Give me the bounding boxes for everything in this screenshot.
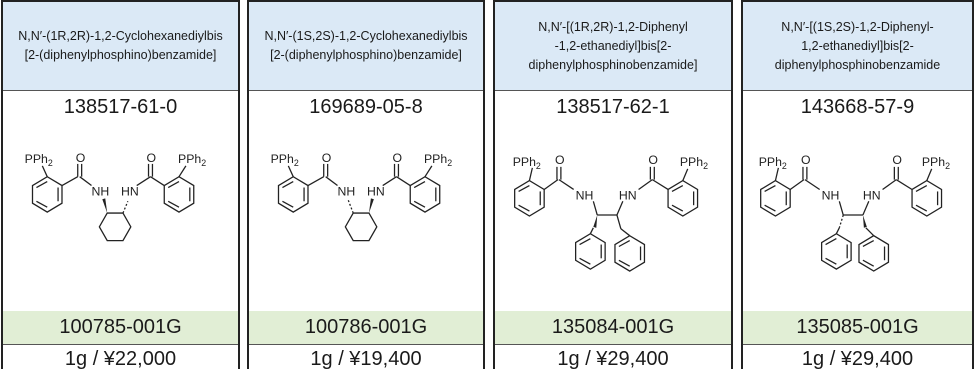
svg-text:O: O: [393, 151, 403, 165]
compound-name: N,N′-[(1S,2S)-1,2-Diphenyl- 1,2-ethanedi…: [743, 2, 972, 91]
svg-text:NH: NH: [337, 184, 355, 198]
cas-number: 169689-05-8: [249, 91, 483, 124]
compound-name-line: N,N′-[(1S,2S)-1,2-Diphenyl-: [781, 19, 934, 34]
svg-text:PPh2: PPh2: [759, 155, 787, 171]
svg-text:PPh2: PPh2: [922, 155, 950, 171]
catalog-number: 135085-001G: [743, 311, 972, 345]
compound-name-line: N,N′-(1R,2R)-1,2-Cyclohexanediylbis: [18, 29, 223, 43]
cyclohexanediyl-bis-phosphinobenzamide-structure-icon: PPh2 O NH HN O PPh2: [25, 151, 206, 242]
svg-text:PPh2: PPh2: [513, 155, 541, 171]
product-column: N,N′-[(1S,2S)-1,2-Diphenyl- 1,2-ethanedi…: [741, 0, 974, 370]
svg-text:PPh2: PPh2: [178, 152, 206, 168]
compound-name-line: N,N′-(1S,2S)-1,2-Cyclohexanediylbis: [264, 29, 468, 43]
svg-text:NH: NH: [576, 188, 594, 202]
svg-text:PPh2: PPh2: [25, 152, 53, 168]
chemical-structure: PPh2 O NH HN O PPh2: [249, 123, 483, 312]
product-column: N,N′-(1S,2S)-1,2-Cyclohexanediylbis [2-(…: [247, 0, 485, 370]
svg-text:HN: HN: [619, 188, 637, 202]
cas-number: 138517-62-1: [495, 91, 731, 124]
svg-text:O: O: [648, 153, 658, 167]
chemical-structure: PPh2 O NH HN O PPh2: [743, 123, 972, 312]
catalog-number: 135084-001G: [495, 311, 731, 345]
svg-text:O: O: [322, 151, 332, 165]
compound-name-line: -1,2-ethanediyl]bis[2-: [554, 38, 672, 53]
price: 1g / ¥22,000: [64, 348, 177, 370]
svg-text:NH: NH: [91, 184, 109, 198]
svg-text:HN: HN: [367, 184, 385, 198]
cyclohexanediyl-bis-phosphinobenzamide-structure-icon: PPh2 O NH HN O PPh2: [271, 151, 452, 242]
svg-text:HN: HN: [863, 188, 881, 202]
compound-name-line: diphenylphosphinobenzamide]: [528, 57, 698, 72]
price: 1g / ¥29,400: [557, 348, 669, 370]
product-column: N,N′-[(1R,2R)-1,2-Diphenyl -1,2-ethanedi…: [493, 0, 733, 370]
svg-text:PPh2: PPh2: [424, 152, 452, 168]
compound-name-line: 1,2-ethanediyl]bis[2-: [801, 38, 914, 53]
product-column: N,N′-(1R,2R)-1,2-Cyclohexanediylbis [2-(…: [1, 0, 240, 370]
svg-text:O: O: [892, 153, 902, 167]
compound-name: N,N′-(1R,2R)-1,2-Cyclohexanediylbis [2-(…: [3, 2, 238, 91]
diphenylethanediyl-bis-phosphinobenzamide-structure-icon: PPh2 O NH HN O PPh2: [759, 153, 950, 272]
compound-name-line: [2-(diphenylphosphino)benzamide]: [24, 48, 217, 62]
chemical-structure: PPh2 O NH HN O PPh2: [495, 123, 731, 312]
svg-text:NH: NH: [822, 188, 840, 202]
svg-text:O: O: [147, 151, 157, 165]
svg-text:O: O: [555, 153, 565, 167]
svg-text:O: O: [76, 151, 86, 165]
compound-name-line: diphenylphosphinobenzamide: [774, 57, 941, 72]
chemical-structure: PPh2 O NH HN O PPh2: [3, 123, 238, 312]
svg-text:HN: HN: [121, 184, 139, 198]
price: 1g / ¥29,400: [801, 348, 914, 370]
compound-name-line: [2-(diphenylphosphino)benzamide]: [270, 48, 462, 62]
cas-number: 138517-61-0: [3, 91, 238, 124]
diphenylethanediyl-bis-phosphinobenzamide-structure-icon: PPh2 O NH HN O PPh2: [513, 153, 708, 272]
compound-name-line: N,N′-[(1R,2R)-1,2-Diphenyl: [538, 19, 688, 34]
cas-number: 143668-57-9: [743, 91, 972, 124]
price: 1g / ¥19,400: [310, 348, 422, 370]
svg-text:O: O: [801, 153, 811, 167]
svg-text:PPh2: PPh2: [271, 152, 299, 168]
catalog-number: 100786-001G: [249, 311, 483, 345]
catalog-number: 100785-001G: [3, 311, 238, 345]
compound-name: N,N′-[(1R,2R)-1,2-Diphenyl -1,2-ethanedi…: [495, 2, 731, 91]
compound-name: N,N′-(1S,2S)-1,2-Cyclohexanediylbis [2-(…: [249, 2, 483, 91]
svg-text:PPh2: PPh2: [680, 155, 708, 171]
